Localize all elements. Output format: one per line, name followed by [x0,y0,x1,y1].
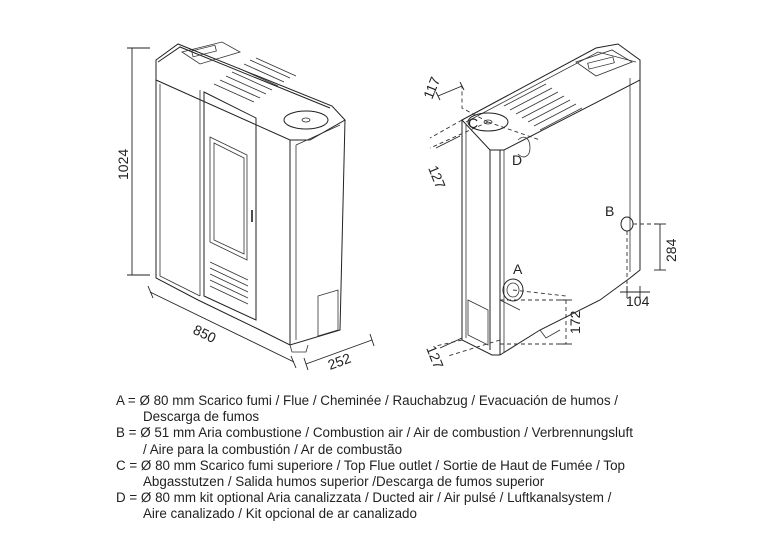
legend: A = Ø 80 mm Scarico fumi / Flue / Chemin… [116,393,736,523]
top-grille [213,57,297,103]
dim-172-label: 172 [567,310,583,334]
front-view-stove: 1024 850 252 [115,41,375,373]
dim-104-label: 104 [626,293,650,309]
rear-top-grille [503,83,583,131]
dim-width-label: 850 [191,321,219,346]
legend-a-line1: A = Ø 80 mm Scarico fumi / Flue / Chemin… [116,393,619,408]
legend-d-line1: D = Ø 80 mm kit optional Aria canalizzat… [116,490,612,506]
dim-117-label: 117 [420,74,443,101]
legend-c-line1: C = Ø 80 mm Scarico fumi superiore / Top… [116,457,625,473]
marker-b: B [605,203,614,219]
dim-284-label: 284 [663,238,679,262]
legend-a-line2: Descarga de fumos [143,409,260,425]
legend-item-c: C = Ø 80 mm Scarico fumi superiore / Top… [116,458,736,490]
dim-depth-label: 252 [326,350,354,373]
legend-b-line2: / Aire para la combustión / Ar de combus… [143,441,403,457]
technical-drawing: 1024 850 252 [115,41,679,373]
legend-item-a: A = Ø 80 mm Scarico fumi / Flue / Chemin… [116,393,736,425]
marker-c: C [468,115,478,131]
dim-height-label: 1024 [115,149,131,180]
legend-c-line2: Abgasstutzen / Salida humos superior /De… [143,474,545,490]
legend-d-line2: Aire canalizado / Kit opcional de ar can… [143,506,417,522]
dim-127-bottom-label: 127 [423,343,447,371]
legend-b-line1: B = Ø 51 mm Aria combustione / Combustio… [116,425,633,441]
legend-item-b: B = Ø 51 mm Aria combustione / Combustio… [116,425,736,457]
rear-view-stove: 117 127 284 104 172 127 C D B A [420,43,679,371]
bottom-grille [209,261,249,305]
marker-a: A [513,261,523,277]
legend-item-d: D = Ø 80 mm kit optional Aria canalizzat… [116,490,736,522]
marker-d: D [512,152,522,168]
dim-127-top-label: 127 [425,163,449,191]
